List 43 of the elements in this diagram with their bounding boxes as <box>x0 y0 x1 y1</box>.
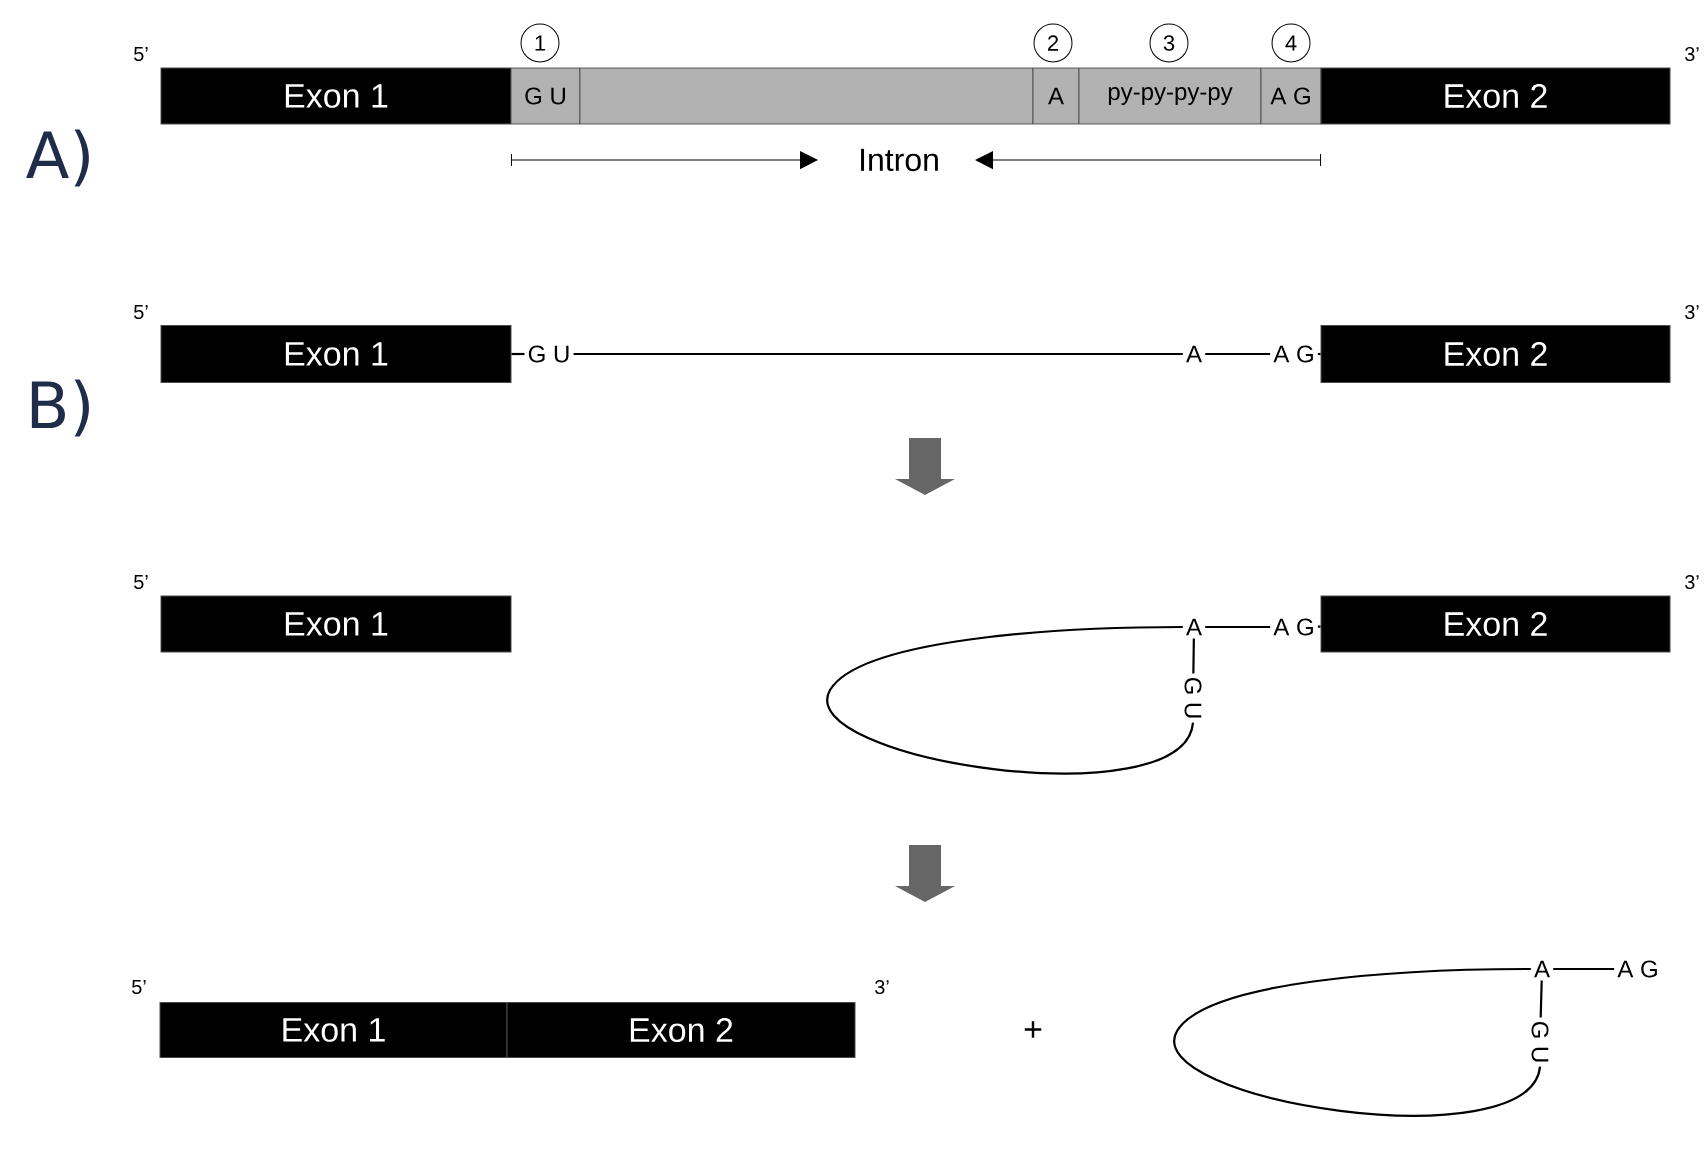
end-label: 5’ <box>134 305 148 319</box>
exon-box: Exon 1 <box>160 595 512 653</box>
lariat-loop <box>1174 967 1541 1117</box>
connector-line <box>1539 980 1543 1018</box>
intron-segment: G U <box>510 67 581 125</box>
lariat-loop <box>827 625 1195 775</box>
end-label: 5’ <box>134 575 148 589</box>
panel-label: A) <box>26 129 89 187</box>
end-label: 3’ <box>1685 574 1699 590</box>
connector-line <box>1553 967 1615 971</box>
nucleotide-label: G U <box>1531 1021 1549 1062</box>
intron-segment: A <box>1032 67 1080 125</box>
end-label: 3’ <box>1685 304 1699 320</box>
connector-line <box>1317 352 1321 356</box>
end-label: 5’ <box>132 980 146 994</box>
plus-sign: + <box>1024 1021 1042 1038</box>
end-label: 3’ <box>875 979 889 995</box>
connector-line <box>1192 638 1195 674</box>
connector-line <box>1205 352 1271 356</box>
exon-box: Exon 2 <box>506 1002 856 1058</box>
end-label: 3’ <box>1685 46 1699 62</box>
intron-segment: A G <box>1260 67 1322 125</box>
connector-line <box>573 352 1183 356</box>
nucleotide-label: A <box>1534 960 1550 978</box>
intron-label: Intron <box>854 144 944 176</box>
end-label: 5’ <box>134 47 148 61</box>
exon-box: Exon 1 <box>160 67 512 125</box>
exon-box: Exon 2 <box>1320 595 1671 653</box>
nucleotide-label: A <box>1186 345 1202 363</box>
exon-box: Exon 1 <box>160 325 512 383</box>
nucleotide-label: G U <box>1184 677 1202 718</box>
exon-box: Exon 2 <box>1320 67 1671 125</box>
exon-box: Exon 2 <box>1320 325 1671 383</box>
connector-line <box>511 352 525 356</box>
connector-line <box>1317 625 1321 628</box>
nucleotide-label: A G <box>1617 960 1657 978</box>
nucleotide-label: A G <box>1273 618 1313 636</box>
panel-label: B) <box>31 379 89 437</box>
nucleotide-label: A <box>1186 618 1202 636</box>
exon-box: Exon 1 <box>159 1002 508 1058</box>
nucleotide-label: A G <box>1273 345 1313 363</box>
nucleotide-label: G U <box>528 345 569 363</box>
connector-line <box>1205 625 1271 629</box>
